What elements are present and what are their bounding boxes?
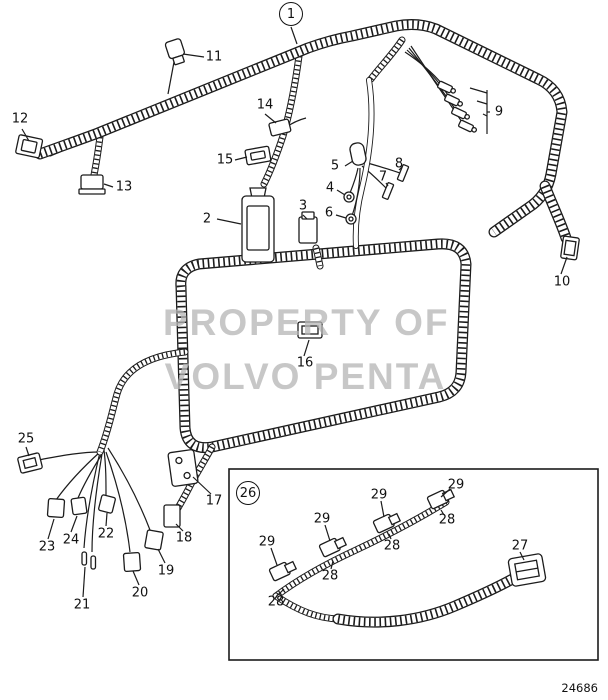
callout-9: 9 [494,104,504,120]
callout-12: 12 [11,111,29,127]
callout-11: 11 [205,49,223,65]
callout-28: 28 [267,594,285,610]
connector-24 [70,496,88,516]
callout-28: 28 [383,538,401,554]
inset-box [228,468,599,661]
connector-11 [164,38,186,66]
callout-7: 7 [378,169,388,185]
connector-20 [122,551,142,573]
callout-15: 15 [216,152,234,168]
callout-5: 5 [330,158,340,174]
callout-22: 22 [97,526,115,542]
connector-10 [560,235,580,261]
inset-panel [228,468,599,661]
callout-14: 14 [256,97,274,113]
callout-17: 17 [205,493,223,509]
relay-bracket-2 [241,187,275,263]
callout-2: 2 [202,211,212,227]
callout-6: 6 [324,205,334,221]
terminal-7 [381,182,395,200]
callout-28: 28 [321,568,339,584]
callout-28: 28 [438,512,456,528]
connector-14 [268,118,292,137]
leader-lines [21,26,568,598]
callout-19: 19 [157,563,175,579]
callout-4: 4 [325,180,335,196]
terminal-group-9 [437,80,478,133]
callout-29: 29 [258,534,276,550]
callout-18: 18 [175,530,193,546]
connector-18 [163,504,181,528]
callout-29: 29 [447,477,465,493]
connector-12 [15,134,44,159]
callout-23: 23 [38,539,56,555]
callout-20: 20 [131,585,149,601]
elbow-connector-29 [318,536,348,558]
loose-wires [37,45,465,553]
bracket-17 [167,449,199,487]
elbow-connector-29 [268,560,298,582]
drawing-number: 24686 [561,681,598,695]
callout-3: 3 [298,198,308,214]
callout-25: 25 [17,431,35,447]
terminal-8 [396,164,410,182]
callout-21: 21 [73,597,91,613]
callout-8: 8 [394,156,404,172]
rubber-boot-5 [349,142,367,166]
callout-24: 24 [62,532,80,548]
connector-23 [46,497,66,519]
callout-16: 16 [296,355,314,371]
connector-19 [144,529,164,551]
connector-3 [298,211,318,244]
ring-terminal-4 [343,191,355,203]
bullet-terminals-21 [81,551,97,570]
connector-15 [244,145,272,166]
callout-29: 29 [370,487,388,503]
connector-22 [98,494,116,514]
connectors [15,38,580,573]
elbow-connector-29 [372,512,402,534]
connector-16 [297,321,323,339]
callout-27: 27 [511,538,529,554]
connector-13 [78,174,106,195]
callout-26: 26 [236,481,260,505]
connector-25 [17,452,43,474]
callout-10: 10 [553,274,571,290]
callout-1: 1 [279,2,303,26]
ring-terminal-6 [345,213,357,225]
callout-13: 13 [115,179,133,195]
callout-29: 29 [313,511,331,527]
connector-27 [507,553,547,587]
